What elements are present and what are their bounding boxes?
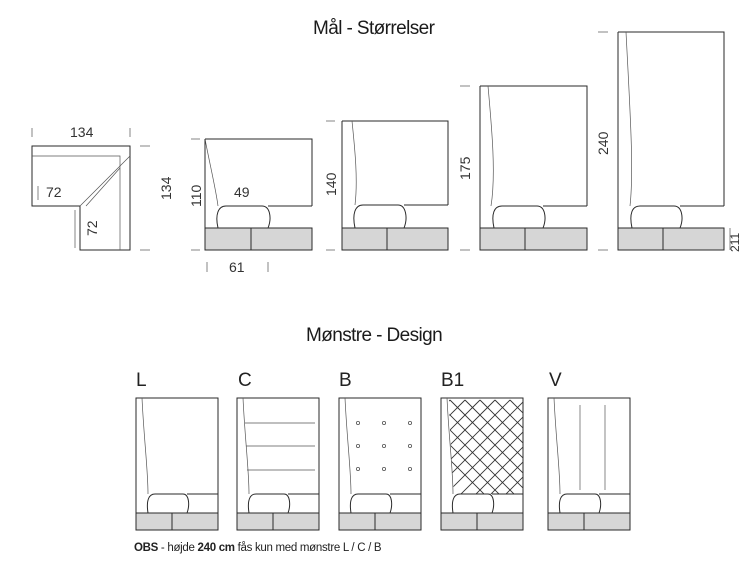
corner-width-label: 134 [70, 124, 94, 140]
corner-depth-label: 134 [158, 176, 174, 200]
side-view-110 [191, 138, 313, 272]
height-175-label: 175 [457, 156, 473, 180]
note-text-2: fås kun med mønstre L / C / B [234, 542, 382, 554]
pattern-v-drawing [547, 397, 631, 531]
pattern-c-label: C [238, 370, 252, 391]
availability-note: OBS - højde 240 cm fås kun med mønstre L… [134, 542, 382, 554]
pattern-b-label: B [339, 370, 352, 391]
pattern-l-drawing [135, 397, 219, 531]
pattern-b1-label: B1 [441, 370, 465, 391]
height-240-label: 240 [595, 131, 611, 155]
height-211-label: 211 [728, 232, 742, 252]
note-prefix: OBS [134, 542, 159, 554]
side-view-175 [460, 85, 588, 251]
depth-61-label: 61 [229, 259, 245, 275]
corner-inner-depth-label: 72 [84, 220, 100, 236]
pattern-b-drawing [338, 397, 422, 531]
pattern-v-label: V [549, 370, 562, 391]
note-text-1: - højde [158, 542, 198, 554]
sizes-title: Mål - Størrelser [313, 18, 435, 39]
height-110-label: 110 [188, 184, 204, 207]
seat-49-label: 49 [234, 184, 250, 200]
side-view-240 [598, 31, 731, 251]
note-highlight: 240 cm [197, 542, 236, 554]
design-title: Mønstre - Design [306, 325, 443, 346]
side-view-140 [326, 120, 449, 251]
height-140-label: 140 [323, 172, 339, 196]
corner-top-view [31, 128, 150, 251]
corner-inner-width-label: 72 [46, 184, 62, 200]
pattern-c-drawing [236, 397, 320, 531]
pattern-b1-drawing [440, 397, 524, 531]
pattern-l-label: L [136, 370, 147, 391]
